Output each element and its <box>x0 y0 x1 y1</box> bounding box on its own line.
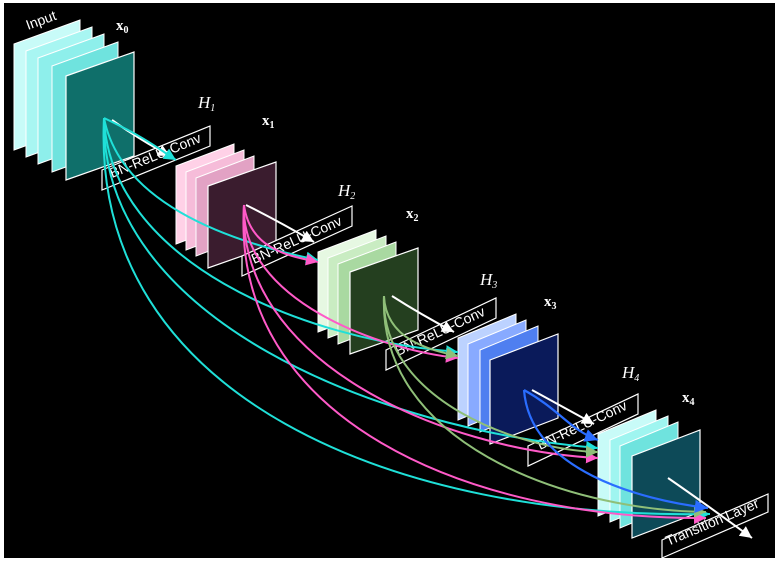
h4-label: H4 <box>621 363 639 384</box>
stage-x1: x1 <box>175 113 277 269</box>
skip-connections-x3 <box>522 389 709 514</box>
skip-connections-x2 <box>382 295 707 518</box>
forward-arrow-x2-h3 <box>391 295 455 333</box>
feature-map-stack-x3 <box>457 313 559 445</box>
stage-x3: x3 <box>457 294 559 445</box>
x0-label: x0 <box>116 18 129 36</box>
h3-label: H3 <box>479 270 497 291</box>
forward-arrow-x3-h4 <box>531 389 595 425</box>
x2-label: x2 <box>406 206 419 224</box>
skip-connections-x1 <box>242 204 707 525</box>
x4-label: x4 <box>682 390 695 408</box>
forward-arrow-x1-h2 <box>245 204 315 243</box>
x3-label: x3 <box>544 294 557 312</box>
stage-x0: Input x0 <box>13 7 135 181</box>
feature-map-stack-x1 <box>175 143 277 269</box>
feature-map-stack-input <box>13 19 135 181</box>
h2-label: H2 <box>337 181 355 202</box>
x1-label: x1 <box>262 113 275 131</box>
h1-label: H1 <box>197 93 215 114</box>
